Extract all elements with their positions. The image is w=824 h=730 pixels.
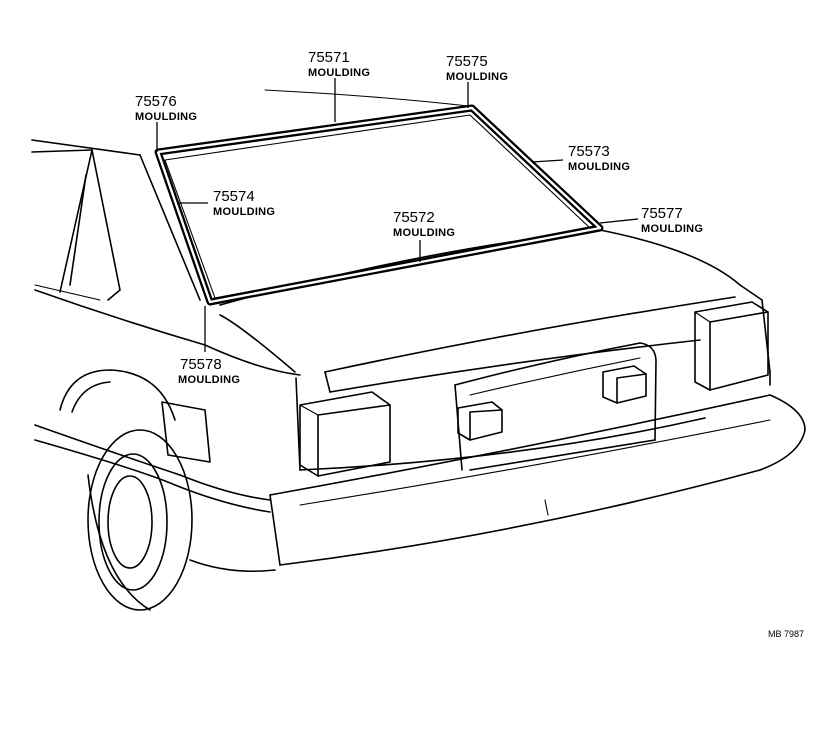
part-name: MOULDING — [135, 111, 197, 123]
part-name: MOULDING — [213, 206, 275, 218]
part-number: 75574 — [213, 188, 255, 205]
part-number: 75571 — [308, 49, 350, 66]
drawing-code: MB 7987 — [768, 629, 804, 639]
part-number: 75572 — [393, 209, 435, 226]
callout-75572: 75572 MOULDING — [393, 209, 455, 239]
callout-75576: 75576 MOULDING — [135, 93, 197, 123]
part-number: 75578 — [180, 356, 222, 373]
part-number: 75573 — [568, 143, 610, 160]
car-body — [31, 89, 806, 611]
window-moulding-frame — [154, 104, 604, 306]
callout-75574: 75574 MOULDING — [213, 188, 275, 218]
callout-75571: 75571 MOULDING — [308, 49, 370, 79]
callout-75575: 75575 MOULDING — [446, 53, 508, 83]
callout-75578: 75578 MOULDING — [178, 356, 240, 386]
callout-75573: 75573 MOULDING — [568, 143, 630, 173]
part-name: MOULDING — [641, 223, 703, 235]
part-name: MOULDING — [568, 161, 630, 173]
callout-75577: 75577 MOULDING — [641, 205, 703, 235]
part-name: MOULDING — [308, 67, 370, 79]
part-name: MOULDING — [393, 227, 455, 239]
part-name: MOULDING — [446, 71, 508, 83]
leader-lines — [156, 78, 639, 352]
part-number: 75576 — [135, 93, 177, 110]
part-name: MOULDING — [178, 374, 240, 386]
part-number: 75575 — [446, 53, 488, 70]
part-number: 75577 — [641, 205, 683, 222]
